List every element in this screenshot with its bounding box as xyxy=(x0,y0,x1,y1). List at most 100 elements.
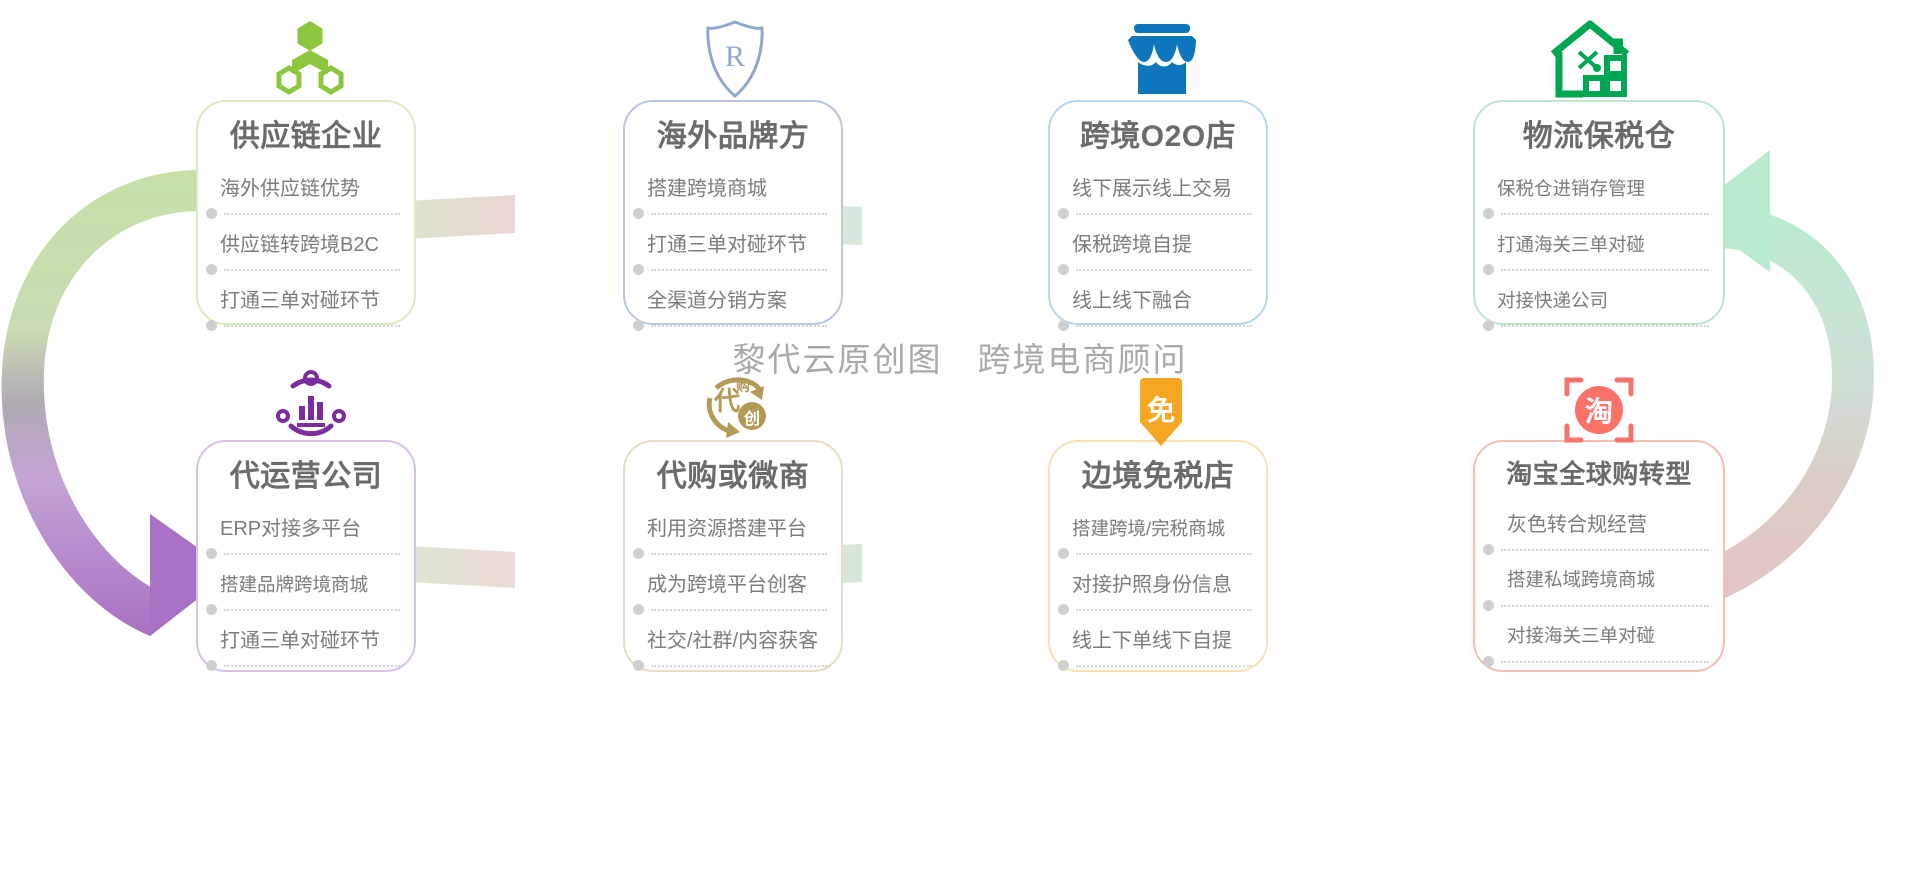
card-rows: 保税仓进销存管理 打通海关三单对碰 对接快递公司 xyxy=(1475,161,1723,331)
card-row[interactable]: 保税跨境自提 xyxy=(1050,217,1266,275)
card-row[interactable]: 搭建私域跨境商城 xyxy=(1475,553,1723,611)
card-row-label: 全渠道分销方案 xyxy=(647,290,787,312)
row-dotted-line xyxy=(1076,269,1252,271)
card-row[interactable]: ERP对接多平台 xyxy=(198,501,414,559)
card-rows: 线下展示线上交易 保税跨境自提 线上线下融合 xyxy=(1050,161,1266,331)
card-row[interactable]: 搭建跨境商城 xyxy=(625,161,841,219)
row-bullet-dot xyxy=(206,264,217,275)
card-taobao-global-transform[interactable]: 淘宝全球购转型 灰色转合规经营 搭建私域跨境商城 对接海关三单对碰 xyxy=(1473,440,1725,672)
card-row[interactable]: 全渠道分销方案 xyxy=(625,273,841,331)
card-row-label: 搭建跨境/完税商城 xyxy=(1072,517,1226,539)
card-title: 淘宝全球购转型 xyxy=(1506,459,1692,489)
card-row-label: 对接快递公司 xyxy=(1497,289,1609,311)
card-title: 供应链企业 xyxy=(229,120,383,153)
card-row[interactable]: 对接护照身份信息 xyxy=(1050,557,1266,615)
row-separator xyxy=(1483,599,1709,611)
card-cross-border-o2o-store[interactable]: 跨境O2O店 线下展示线上交易 保税跨境自提 线上线下融合 xyxy=(1048,100,1268,331)
row-dotted-line xyxy=(651,553,827,555)
card-agency-operation-company[interactable]: 代运营公司 ERP对接多平台 搭建品牌跨境商城 打通三单对碰环节 xyxy=(196,440,416,672)
card-row[interactable]: 打通三单对碰环节 xyxy=(198,613,414,671)
card-border-duty-free-store[interactable]: 边境免税店 搭建跨境/完税商城 对接护照身份信息 线上下单线下自提 xyxy=(1048,440,1268,672)
registered-shield-icon: R xyxy=(702,18,768,100)
row-bullet-dot xyxy=(206,320,217,331)
card-row-label: 线下展示线上交易 xyxy=(1072,178,1232,200)
row-dotted-line xyxy=(651,213,827,215)
card-row-label: 线上线下融合 xyxy=(1072,290,1192,312)
card-logistics-bonded-warehouse[interactable]: 物流保税仓 保税仓进销存管理 打通海关三单对碰 对接快递公司 xyxy=(1473,100,1725,331)
card-row[interactable]: 供应链转跨境B2C xyxy=(198,217,414,275)
row-separator xyxy=(1058,320,1252,331)
row-dotted-line xyxy=(1076,553,1252,555)
card-row[interactable]: 搭建跨境/完税商城 xyxy=(1050,501,1266,559)
card-row-label: 灰色转合规经营 xyxy=(1507,513,1647,536)
row-dotted-line xyxy=(1076,665,1252,667)
card-supply-chain-enterprise[interactable]: 供应链企业 海外供应链优势 供应链转跨境B2C 打通三单对碰环节 xyxy=(196,100,416,331)
row-separator xyxy=(1058,264,1252,275)
card-rows: ERP对接多平台 搭建品牌跨境商城 打通三单对碰环节 xyxy=(198,501,414,671)
card-row[interactable]: 保税仓进销存管理 xyxy=(1475,161,1723,219)
warehouse-boxes-icon xyxy=(1551,16,1629,100)
row-separator xyxy=(1058,548,1252,559)
storefront-icon xyxy=(1124,22,1200,100)
card-title: 海外品牌方 xyxy=(656,120,810,153)
row-dotted-line xyxy=(651,609,827,611)
card-title: 代购或微商 xyxy=(656,460,810,493)
left-loop-arrow xyxy=(1,170,232,636)
card-row-label: 搭建跨境商城 xyxy=(647,178,767,200)
row-separator xyxy=(1483,543,1709,555)
right-loop-arrow xyxy=(1688,150,1875,600)
daigou-cycle-icon: 代 购 创 xyxy=(696,374,780,446)
row-bullet-dot xyxy=(633,320,644,331)
row-separator xyxy=(206,604,400,615)
row-bullet-dot xyxy=(1483,655,1494,667)
daigou-glyph-top: 购 xyxy=(736,378,750,394)
card-row-label: 保税仓进销存管理 xyxy=(1497,177,1646,199)
watermark-text: 黎代云原创图 跨境电商顾问 xyxy=(732,343,1188,379)
row-bullet-dot xyxy=(1483,543,1494,555)
card-row[interactable]: 对接快递公司 xyxy=(1475,273,1723,331)
card-row-label: 成为跨境平台创客 xyxy=(647,574,807,596)
row-separator xyxy=(206,548,400,559)
taobao-glyph: 淘 xyxy=(1585,396,1613,427)
row-dotted-line xyxy=(1501,325,1709,327)
card-row[interactable]: 社交/社群/内容获客 xyxy=(625,613,841,671)
row-bullet-dot xyxy=(633,548,644,559)
analytics-chart-icon xyxy=(273,370,349,446)
row-separator xyxy=(206,660,400,671)
row-separator xyxy=(1058,208,1252,219)
card-rows: 搭建跨境/完税商城 对接护照身份信息 线上下单线下自提 xyxy=(1050,501,1266,671)
taobao-scan-icon: 淘 xyxy=(1563,374,1635,446)
card-row[interactable]: 线上下单线下自提 xyxy=(1050,613,1266,671)
row-separator xyxy=(633,264,827,275)
card-row[interactable]: 打通三单对碰环节 xyxy=(625,217,841,275)
card-row[interactable]: 搭建品牌跨境商城 xyxy=(198,557,414,615)
card-rows: 灰色转合规经营 搭建私域跨境商城 对接海关三单对碰 xyxy=(1475,497,1723,670)
row-dotted-line xyxy=(1076,325,1252,327)
card-row[interactable]: 线上线下融合 xyxy=(1050,273,1266,331)
card-rows: 海外供应链优势 供应链转跨境B2C 打通三单对碰环节 xyxy=(198,161,414,331)
card-row[interactable]: 海外供应链优势 xyxy=(198,161,414,219)
row-dotted-line xyxy=(1501,548,1709,551)
card-row[interactable]: 对接海关三单对碰 xyxy=(1475,609,1723,667)
card-row[interactable]: 打通三单对碰环节 xyxy=(198,273,414,331)
card-row[interactable]: 打通海关三单对碰 xyxy=(1475,217,1723,275)
card-overseas-brand[interactable]: 海外品牌方 搭建跨境商城 打通三单对碰环节 全渠道分销方案 xyxy=(623,100,843,331)
row-bullet-dot xyxy=(206,660,217,671)
card-row[interactable]: 利用资源搭建平台 xyxy=(625,501,841,559)
row-bullet-dot xyxy=(1058,208,1069,219)
row-separator xyxy=(206,320,400,331)
card-row[interactable]: 灰色转合规经营 xyxy=(1475,497,1723,555)
card-title: 代运营公司 xyxy=(229,460,383,493)
duty-free-shield-icon: 免 xyxy=(1132,378,1190,450)
card-row[interactable]: 线下展示线上交易 xyxy=(1050,161,1266,219)
row-bullet-dot xyxy=(1058,264,1069,275)
row-dotted-line xyxy=(1501,269,1709,271)
row-dotted-line xyxy=(1501,660,1709,663)
card-title: 物流保税仓 xyxy=(1522,120,1676,153)
row-dotted-line xyxy=(224,325,400,327)
card-daigou-weishang[interactable]: 代购或微商 利用资源搭建平台 成为跨境平台创客 社交/社群/内容获客 xyxy=(623,440,843,672)
card-row[interactable]: 成为跨境平台创客 xyxy=(625,557,841,615)
row-bullet-dot xyxy=(1058,604,1069,615)
row-separator xyxy=(206,208,400,219)
